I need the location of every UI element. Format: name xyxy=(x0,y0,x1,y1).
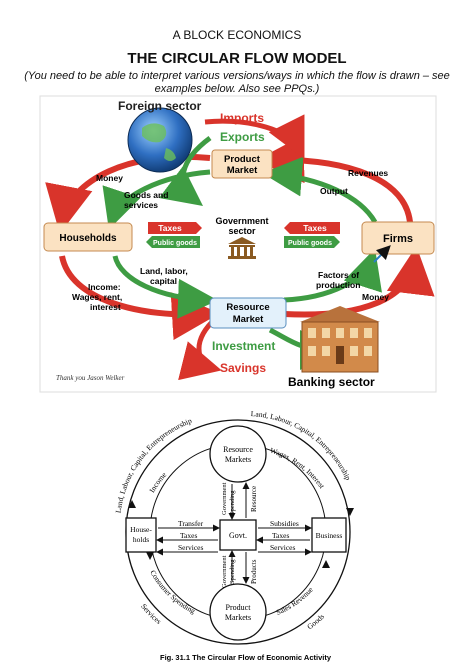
arrow-head-outer-left xyxy=(128,500,136,508)
wages-arc-text: Wages, Rent, Interest xyxy=(269,446,327,491)
bank-building-icon xyxy=(300,306,380,373)
label-foreign-sector: Foreign sector xyxy=(118,99,202,113)
circular-flow-diagram-2: Resource Markets Product Markets House- … xyxy=(114,409,354,662)
product-market-box xyxy=(211,149,273,179)
taxes-right-label: Taxes xyxy=(303,223,327,233)
arrow-exports xyxy=(159,135,212,207)
goods-arc-label: Goods xyxy=(305,612,326,631)
govt-node xyxy=(219,519,257,551)
resource-markets-label-1: Resource xyxy=(223,445,253,454)
label-goods-services-1: Goods and xyxy=(124,190,168,200)
services-left-label: Services xyxy=(178,543,203,552)
households-node xyxy=(125,517,157,553)
label-income-3: interest xyxy=(90,302,121,312)
resource-label: Resource xyxy=(250,486,258,512)
products-label: Products xyxy=(250,559,258,584)
arrow-land-labor xyxy=(112,255,218,319)
government-sector-label-2: sector xyxy=(228,226,256,236)
households-label: Households xyxy=(59,233,117,244)
arrow-head-inner-right xyxy=(322,560,330,568)
public-goods-left-label: Public goods xyxy=(153,240,197,247)
business-label: Business xyxy=(316,531,343,540)
arrow-factors xyxy=(283,248,382,303)
document-note: (You need to be able to interpret variou… xyxy=(24,70,450,95)
cursor-arrow-icon xyxy=(373,245,391,263)
label-income-1: Income: xyxy=(88,282,121,292)
label-land-labor-2: capital xyxy=(150,276,177,286)
label-land-labor-1: Land, labor, xyxy=(140,266,188,276)
arrow-savings xyxy=(178,320,222,381)
arrow-head-inner-left xyxy=(146,552,154,560)
product-markets-label-2: Markets xyxy=(225,613,251,622)
taxes-left-label: Taxes xyxy=(180,531,197,540)
diagram1-credit: Thank you Jason Welker xyxy=(56,374,125,382)
arrow-imports xyxy=(204,114,305,159)
business-node xyxy=(311,517,347,553)
public-goods-right-bar xyxy=(284,236,340,248)
govt-spending-bottom-label-1: Government xyxy=(221,555,228,588)
wages-arc-label: Wages, Rent, Interest xyxy=(269,446,327,491)
figure-caption: Fig. 31.1 The Circular Flow of Economic … xyxy=(160,653,332,662)
resource-market-box xyxy=(209,297,287,329)
govt-spending-bottom-label-2: Spending xyxy=(229,559,236,584)
resource-markets-node xyxy=(209,425,267,483)
label-factors-1: Factors of xyxy=(318,270,359,280)
sales-revenue-arc-text: Sales Revenue xyxy=(275,585,316,617)
households-label-1: House- xyxy=(130,525,152,534)
taxes-right-label: Taxes xyxy=(272,531,289,540)
circular-flow-diagram-1: Foreign sector Imports Exports Product M… xyxy=(39,95,437,393)
services-arc-text: Services xyxy=(139,602,163,626)
label-savings: Savings xyxy=(220,361,266,375)
government-sector-label-1: Government xyxy=(215,216,268,226)
taxes-left-bar xyxy=(148,222,202,234)
label-output: Output xyxy=(320,186,348,196)
label-investment: Investment xyxy=(212,339,275,353)
govt-spending-top-label-2: Spending xyxy=(229,490,236,515)
resource-market-label-1: Resource xyxy=(226,302,269,313)
households-label-2: holds xyxy=(133,535,149,544)
government-building-icon xyxy=(228,237,256,259)
firms-label: Firms xyxy=(383,233,413,245)
households-box xyxy=(43,222,133,252)
subsidies-label: Subsidies xyxy=(270,519,299,528)
taxes-left-label: Taxes xyxy=(158,223,182,233)
resource-markets-label-2: Markets xyxy=(225,455,251,464)
label-money-bottom: Money xyxy=(362,292,389,302)
arrow-head-outer-right xyxy=(346,508,354,516)
resource-market-label-2: Market xyxy=(233,314,264,325)
arrow-output xyxy=(262,156,378,224)
services-arc-label: Services xyxy=(139,602,163,626)
goods-arc-text: Goods xyxy=(305,612,326,631)
product-market-label-2: Market xyxy=(227,165,258,176)
product-markets-label-1: Product xyxy=(226,603,252,612)
govt-label: Govt. xyxy=(229,531,247,540)
services-right-label: Services xyxy=(270,543,295,552)
label-imports: Imports xyxy=(220,111,264,125)
globe-land-icon xyxy=(142,123,176,161)
label-goods-services-2: services xyxy=(124,200,158,210)
label-factors-2: production xyxy=(316,280,360,290)
govt-spending-top-label-1: Government xyxy=(221,482,228,515)
document-title: THE CIRCULAR FLOW MODEL xyxy=(127,50,347,67)
public-goods-right-label: Public goods xyxy=(288,240,332,247)
public-goods-left-bar xyxy=(146,236,200,248)
arrow-money-to-resource-market xyxy=(283,246,435,318)
label-revenues: Revenues xyxy=(348,168,388,178)
label-money-top: Money xyxy=(96,173,123,183)
transfer-label: Transfer xyxy=(178,519,204,528)
product-markets-node xyxy=(209,583,267,641)
taxes-right-bar xyxy=(284,222,340,234)
label-exports: Exports xyxy=(220,130,265,144)
sales-revenue-arc-label: Sales Revenue xyxy=(275,585,316,617)
product-market-label-1: Product xyxy=(224,154,261,165)
document-subject: A BLOCK ECONOMICS xyxy=(172,28,302,42)
label-banking-sector: Banking sector xyxy=(288,375,375,389)
label-income-2: Wages, rent, xyxy=(72,292,122,302)
